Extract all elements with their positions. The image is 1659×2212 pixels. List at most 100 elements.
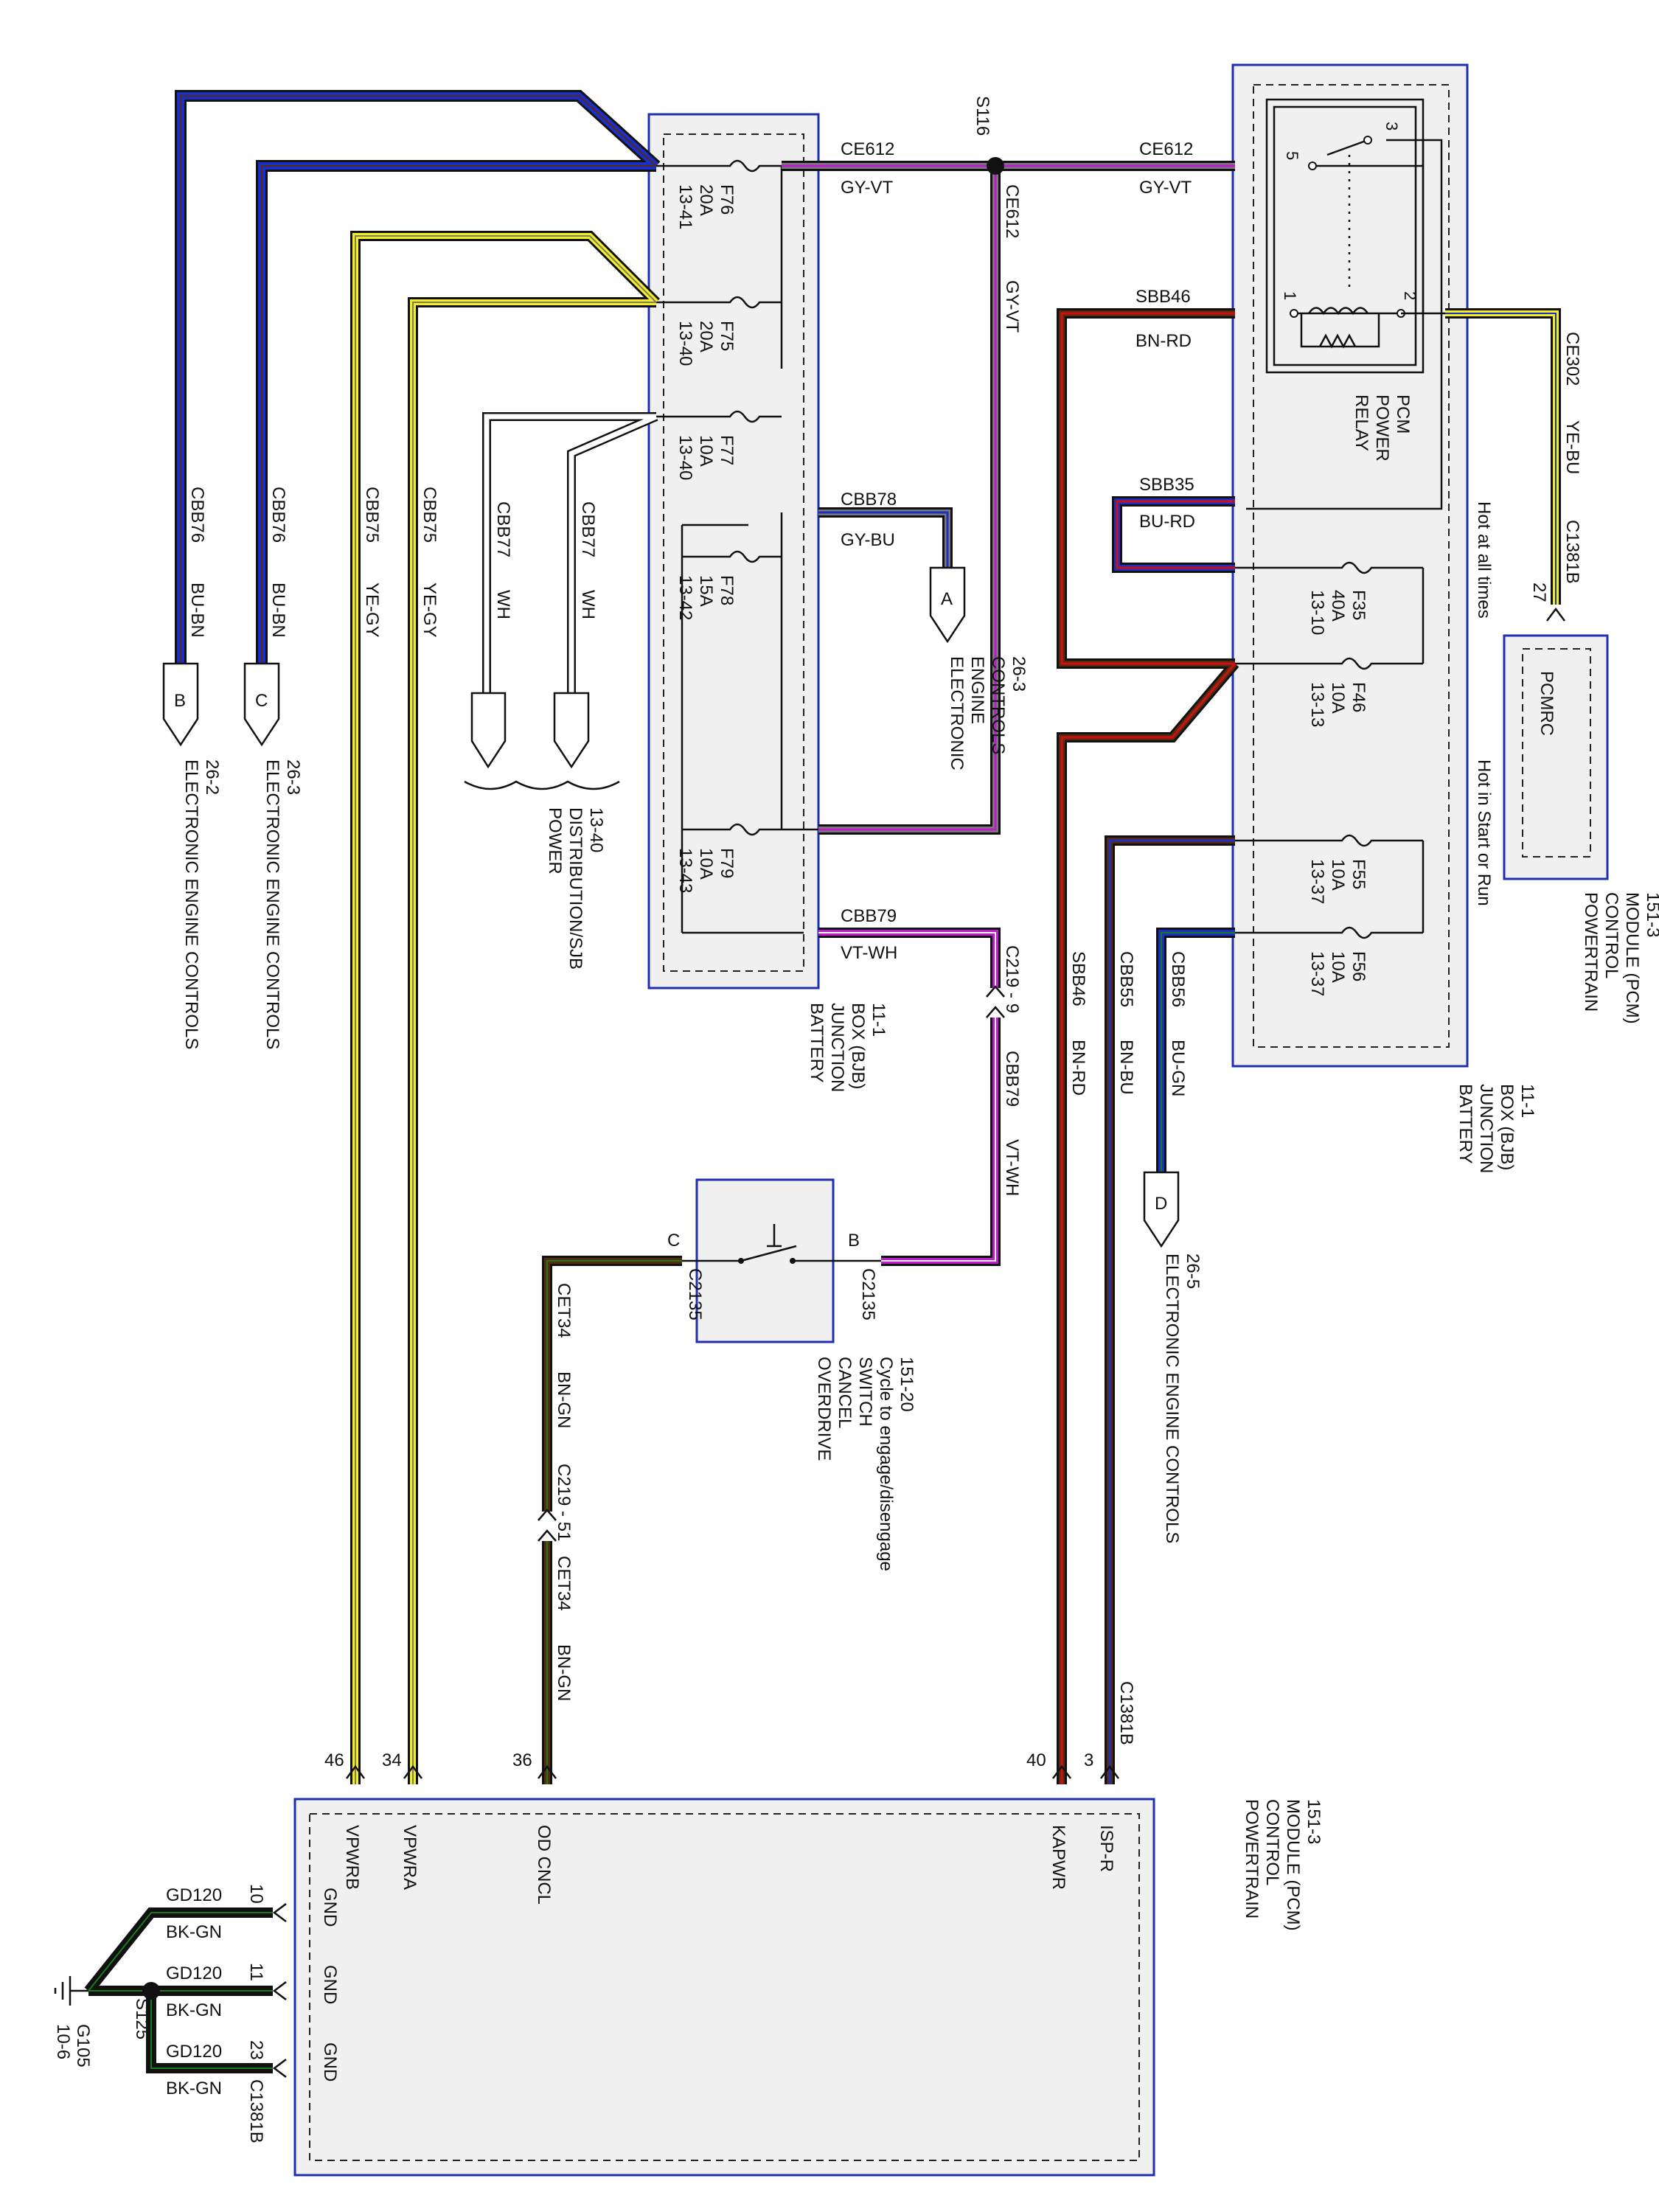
svg-text:CBB55: CBB55 [1116,951,1136,1007]
svg-text:SBB46: SBB46 [1068,951,1088,1006]
hot-in-start-run-label: Hot in Start or Run [1474,759,1494,906]
svg-text:GND: GND [320,1965,340,2004]
arrow-d: D ELECTRONIC ENGINE CONTROLS26-5 [1143,1171,1203,1543]
svg-text:CE612: CE612 [1002,184,1022,238]
svg-text:C2135: C2135 [685,1268,705,1321]
svg-text:F55: F55 [1349,859,1368,889]
svg-text:ELECTRONIC ENGINE CONTROLS26-5: ELECTRONIC ENGINE CONTROLS26-5 [1162,1253,1203,1543]
svg-text:F75: F75 [717,321,737,351]
svg-text:10A: 10A [1328,682,1348,714]
fuse-f56: F56 10A 13-37 [1235,926,1423,996]
svg-text:20A: 20A [696,321,716,352]
bjb-left-outline [647,113,820,990]
svg-text:OD CNCL: OD CNCL [534,1825,554,1905]
pcm-pin-gnd-23: GND 23 C1381B [246,2040,340,2143]
bjb-right-inner [1253,84,1450,1048]
wire-cbb56: CBB56 BU-GN [1156,928,1235,1172]
hot-at-all-times-label: Hot at all times [1474,501,1494,619]
relay-coil [1294,307,1401,348]
svg-text:13-40: 13-40 [675,321,695,366]
overdrive-cancel-switch: C B C2135 C2135 OVERDRIVECANCELSWITCHCyc… [667,1178,917,1571]
svg-text:B: B [848,1231,860,1251]
svg-text:VPWRB: VPWRB [342,1825,362,1890]
pcm-pin-gnd-10: GND 10 [246,1884,340,1927]
svg-text:C219 - 51: C219 - 51 [554,1464,574,1541]
fuse-f46: F46 10A 13-13 [1235,657,1423,727]
svg-text:2: 2 [1401,291,1419,300]
svg-text:F79: F79 [717,848,737,878]
svg-text:CET34: CET34 [554,1556,574,1611]
svg-text:G105: G105 [73,2024,93,2067]
pcmrc-box: PCMRC POWERTRAINCONTROLMODULE (PCM)151-3 [1503,634,1659,1024]
svg-text:13-41: 13-41 [675,184,695,229]
arrow-a: A ELECTRONICENGINECONTROLS26-3 [929,566,1029,771]
wire-cet34: CET34 BN-GN C219 - 51 CET34 BN-GN [537,1256,682,1784]
svg-text:A: A [941,589,953,609]
svg-text:CBB56: CBB56 [1168,951,1188,1007]
fuse-f76: F76 20A 13-41 [656,159,782,229]
pcm-pin-vpwrb: 46 VPWRB [324,1750,365,1890]
power-dist-label: POWERDISTRIBUTION/SJB13-40 [545,807,606,970]
arrow-b: B ELECTRONIC ENGINE CONTROLS26-2 [162,662,222,1049]
svg-text:13-13: 13-13 [1307,682,1327,727]
svg-text:YE-GY: YE-GY [420,582,439,638]
svg-text:GY-VT: GY-VT [841,178,893,198]
svg-text:1: 1 [1281,291,1299,300]
fuse-f55: F55 10A 13-37 [1235,834,1423,904]
svg-text:ELECTRONIC ENGINE CONTROLS26-2: ELECTRONIC ENGINE CONTROLS26-2 [181,759,222,1049]
pcm-label: POWERTRAINCONTROLMODULE (PCM)151-3 [1242,1799,1324,1931]
ground-icon [54,1976,88,2006]
fuse-f75: F75 20A 13-40 [656,296,782,366]
svg-text:3: 3 [1382,122,1401,131]
splice-s116: S116 [973,96,992,136]
wire-gd120: S125 GD120 BK-GN GD120 BK-GN GD120 BK-GN [84,1885,273,2098]
wire-cbb78: CBB78 GY-BU [818,490,953,568]
pcm-pin-gnd-11: GND 11 [246,1963,340,2004]
pcm-pin-kapwr: 40 KAPWR [1026,1750,1071,1890]
svg-text:GD120: GD120 [166,2042,222,2062]
wire-ce612: S116 CE612 GY-VT CE612 GY-VT CE612 GY-VT [782,96,1235,835]
fuse-f78: F78 15A 13-42 [675,550,782,620]
svg-text:F78: F78 [717,575,737,605]
wire-cbb75: CBB75 YE-GY CBB75 YE-GY [350,231,660,1784]
relay-resistor [1318,333,1357,349]
svg-text:BK-GN: BK-GN [166,2079,222,2098]
svg-text:WH: WH [578,590,598,619]
svg-text:CBB75: CBB75 [362,487,382,543]
wire-cbb55: CBB55 BN-BU C1381B [1105,835,1235,1784]
bjb-right-label: BATTERYJUNCTIONBOX (BJB)11-1 [1455,1084,1537,1173]
svg-text:BN-GN: BN-GN [554,1371,574,1428]
bjb-right: Hot at all times Hot in Start or Run [1231,63,1494,1068]
svg-text:C: C [255,691,268,711]
svg-text:13-40: 13-40 [675,435,695,480]
svg-text:VT-WH: VT-WH [1002,1139,1022,1196]
svg-text:GY-VT: GY-VT [1002,280,1022,333]
svg-text:13-42: 13-42 [675,575,695,620]
svg-text:GD120: GD120 [166,1885,222,1905]
svg-text:CBB75: CBB75 [420,487,439,543]
svg-text:VPWRA: VPWRA [400,1825,420,1890]
switch-label: OVERDRIVECANCELSWITCHCycle to engage/dis… [814,1357,917,1571]
svg-text:C1381B: C1381B [1562,520,1582,584]
svg-text:BN-GN: BN-GN [554,1644,574,1701]
pcm-pin-vpwra: 34 VPWRA [382,1750,422,1890]
pcm-power-relay: 3 5 1 2 PCMPOWERRELAY [1246,98,1445,510]
svg-text:CBB77: CBB77 [578,501,598,557]
svg-text:40: 40 [1026,1750,1046,1770]
bjb-right-outline [1231,63,1469,1068]
svg-text:BN-BU: BN-BU [1116,1040,1136,1095]
svg-text:GY-BU: GY-BU [841,530,895,550]
fuse-f77: F77 10A 13-40 [656,410,782,480]
svg-text:F46: F46 [1349,682,1368,712]
svg-text:20A: 20A [696,184,716,216]
svg-text:10: 10 [246,1884,266,1904]
svg-text:BU-BN: BU-BN [268,582,288,638]
svg-text:CE612: CE612 [841,139,894,159]
svg-text:23: 23 [246,2040,266,2060]
svg-text:F76: F76 [717,184,737,215]
power-dist-connectors: POWERDISTRIBUTION/SJB13-40 [464,692,620,970]
relay-switch [1312,139,1423,167]
svg-text:YE-GY: YE-GY [362,582,382,638]
svg-text:CBB78: CBB78 [841,490,897,509]
